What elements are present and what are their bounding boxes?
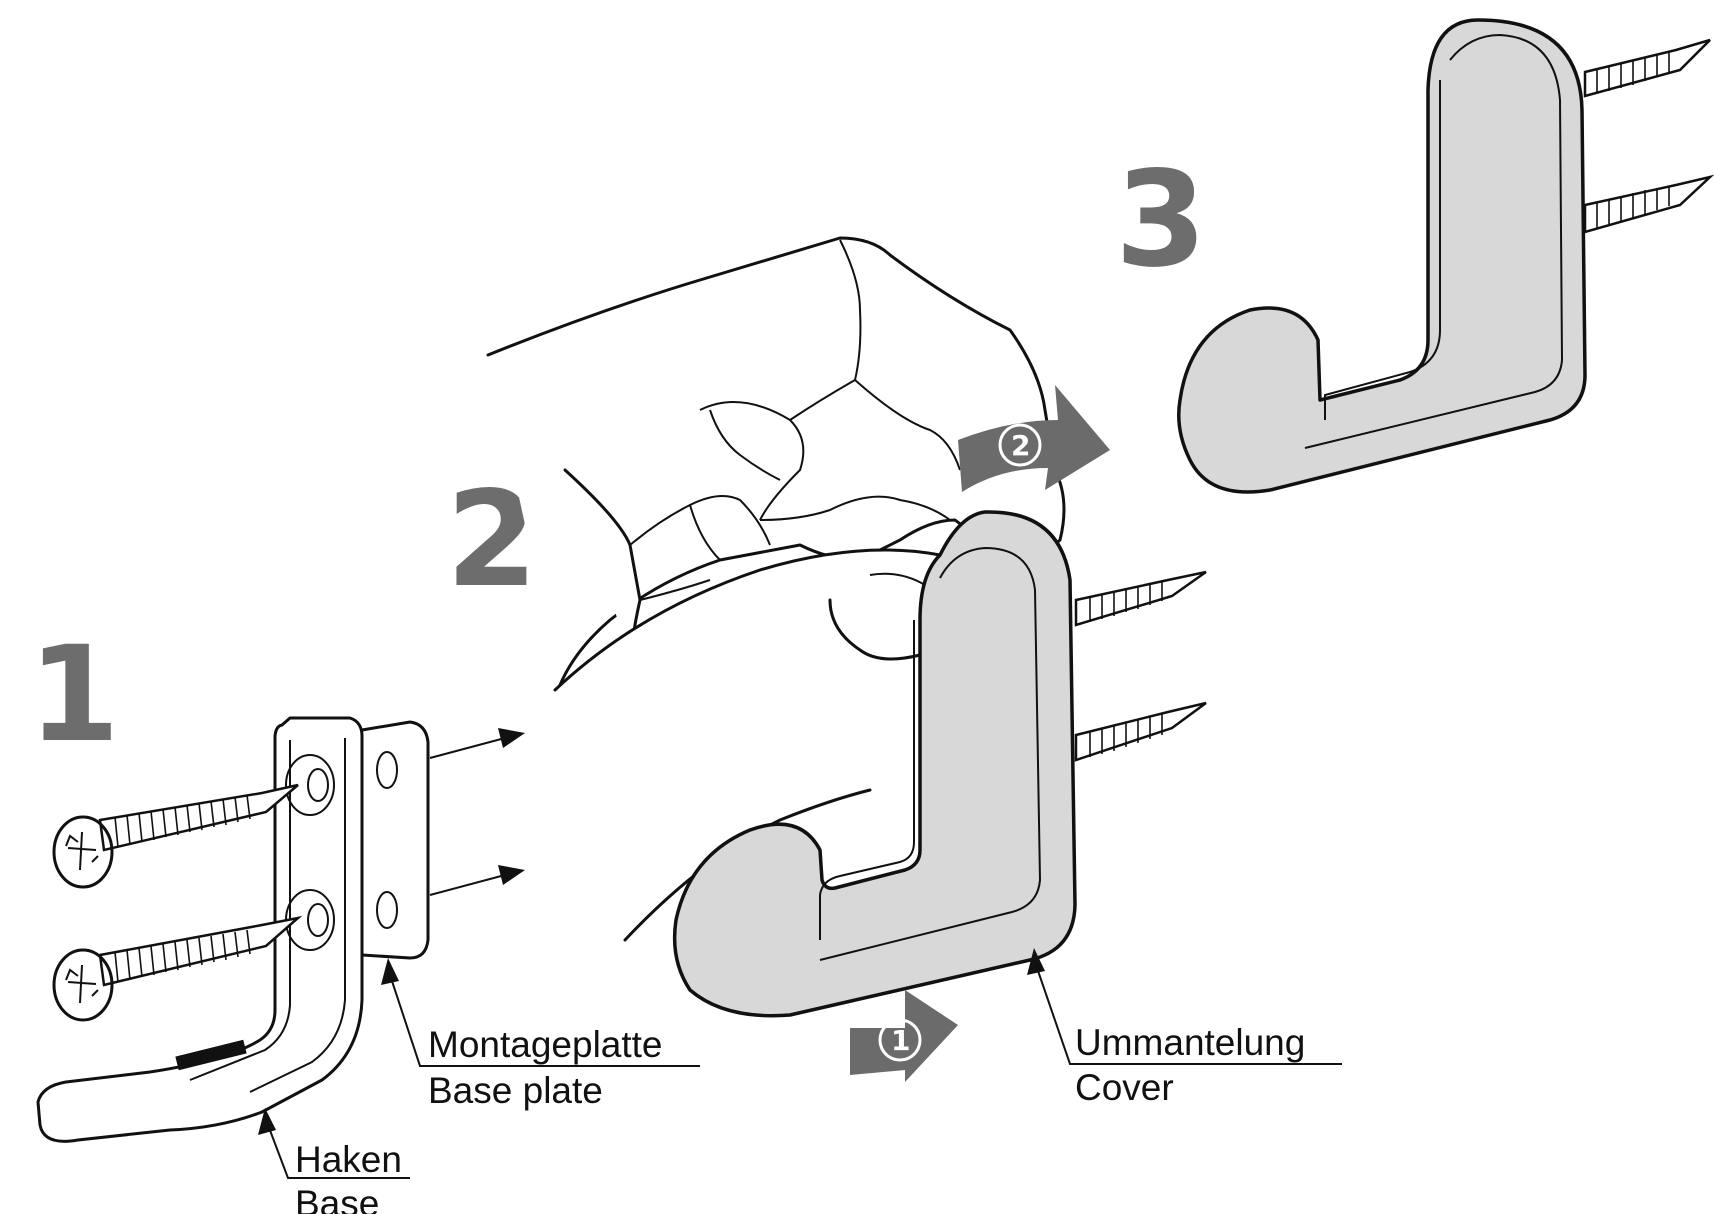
label-haken: Haken	[295, 1139, 402, 1180]
label-cover-en: Cover	[1075, 1067, 1174, 1108]
label-base: Base	[295, 1183, 379, 1214]
cover-screws	[1074, 570, 1207, 762]
callout-number-1: 1	[891, 1024, 910, 1057]
label-cover: Ummantelung Cover	[1027, 948, 1342, 1108]
hook-cover-step3	[1177, 18, 1714, 494]
motion-arrow-1: 1	[850, 990, 958, 1082]
label-base-plate: Montageplatte Base plate	[381, 958, 700, 1111]
step-number-3: 3	[1115, 143, 1207, 297]
step3-screws	[1583, 38, 1714, 234]
callout-number-2: 2	[1011, 429, 1030, 462]
screw-upper	[52, 783, 299, 889]
brand-stamp	[175, 1039, 247, 1071]
label-montageplatte: Montageplatte	[428, 1024, 663, 1065]
motion-arrow-2: 2	[958, 385, 1110, 492]
hook-base	[36, 716, 364, 1143]
step-number-1: 1	[28, 618, 120, 772]
label-hook-base: Haken Base	[258, 1108, 410, 1214]
base-plate	[360, 720, 430, 960]
hook-base-assembly	[36, 716, 525, 1143]
label-ummantelung: Ummantelung	[1075, 1022, 1305, 1063]
screw-lower	[52, 915, 303, 1022]
hook-cover-step2	[672, 510, 1207, 1018]
label-base-plate-en: Base plate	[428, 1070, 603, 1111]
